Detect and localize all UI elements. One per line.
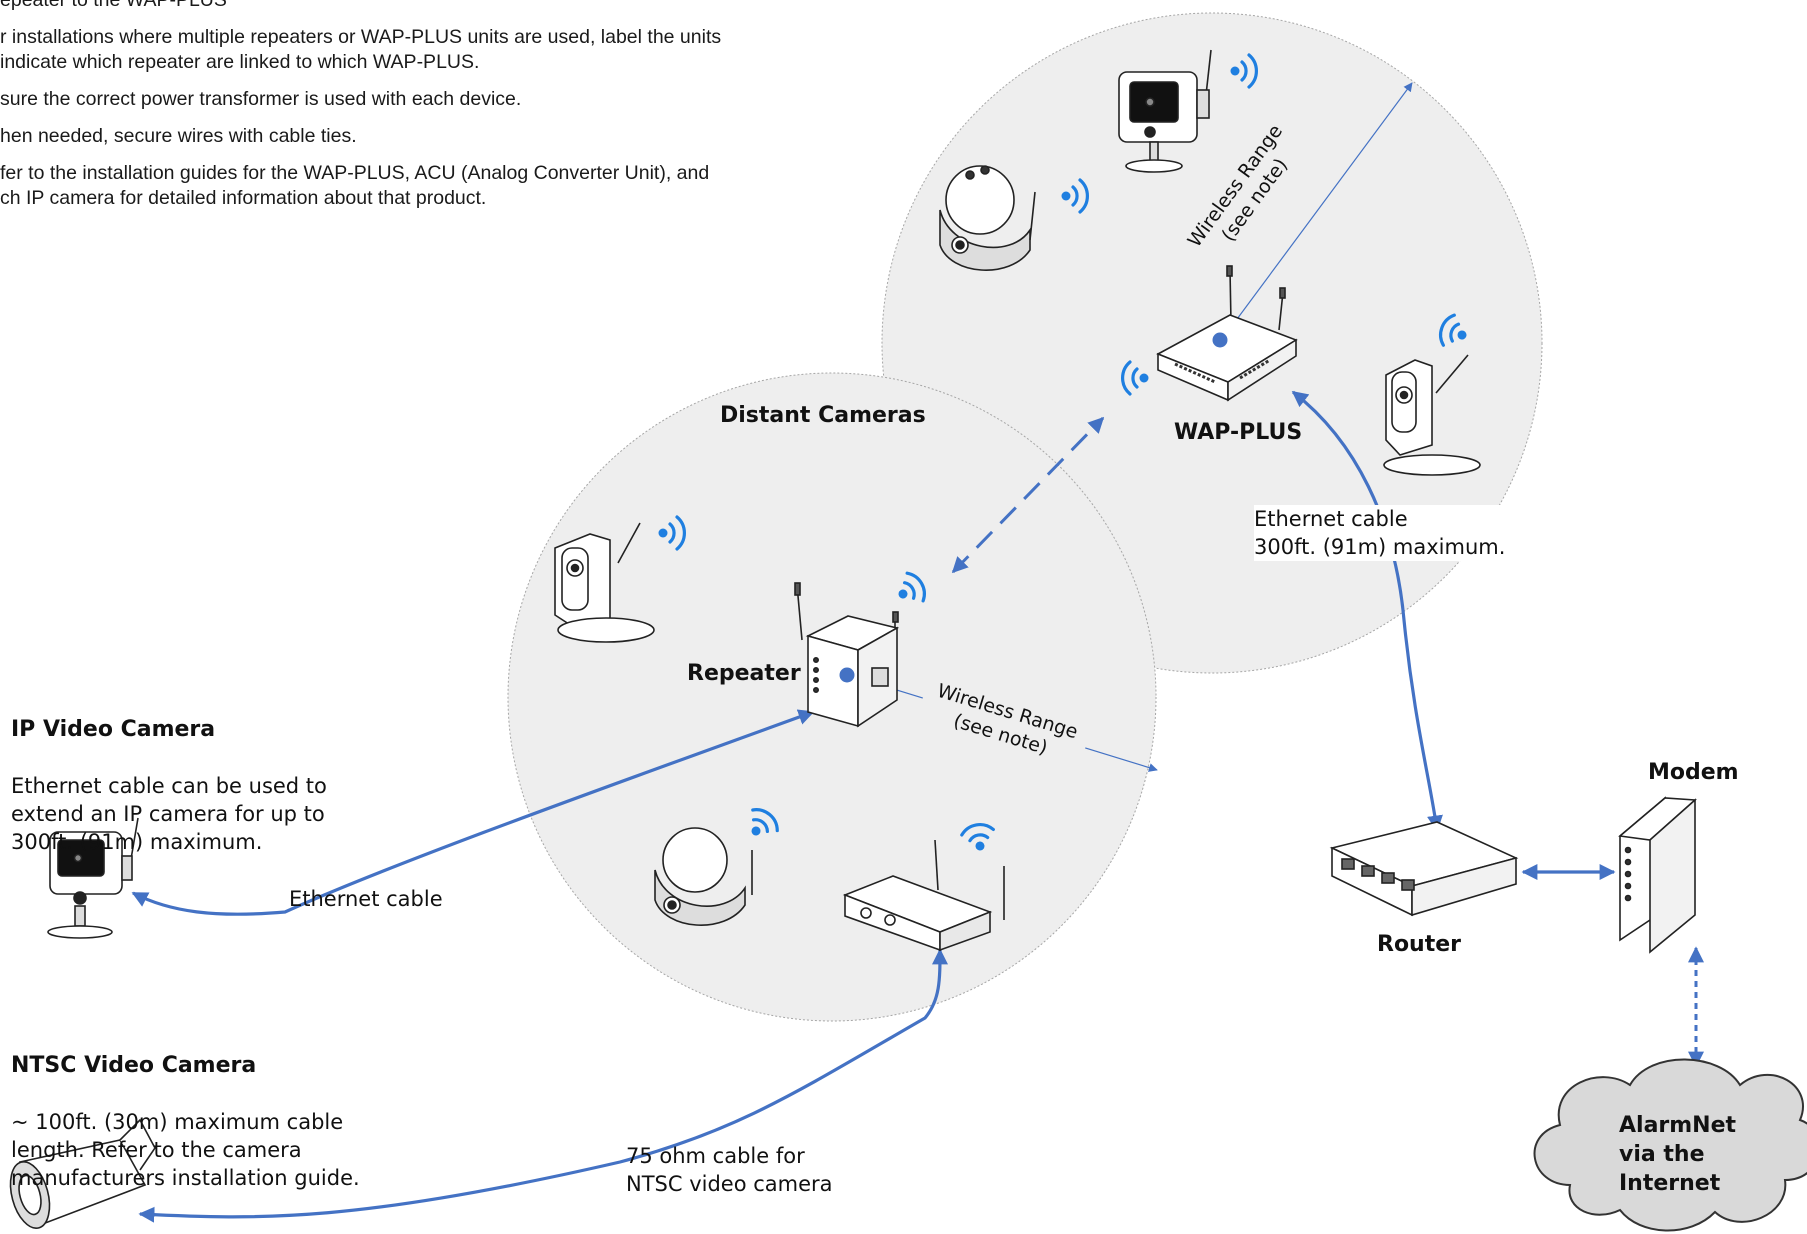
ip-video-camera — [47, 817, 139, 939]
repeater-label: Repeater — [687, 661, 801, 686]
ptz-camera-wap-zone — [939, 165, 1036, 271]
router-label: Router — [1377, 932, 1462, 957]
modem-device — [1618, 796, 1697, 954]
note-item: fer to the installation guides for the W… — [0, 162, 710, 209]
ip-camera-description: IP Video Camera Ethernet cable can be us… — [11, 688, 327, 884]
installation-notes: epeater to the WAP-PLUS r installations … — [0, 0, 800, 223]
internet-cloud — [1533, 1058, 1807, 1232]
acu-unit — [842, 839, 1005, 952]
coax-cable-label: 75 ohm cable for NTSC video camera — [626, 1144, 833, 1196]
ntsc-video-camera — [9, 1118, 156, 1229]
note-item: sure the correct power transformer is us… — [0, 88, 522, 110]
ip-ethernet-cable-label: Ethernet cable — [289, 887, 443, 911]
ntsc-camera-description: NTSC Video Camera ~ 100ft. (30m) maximum… — [11, 1024, 360, 1220]
mini-camera-repeater-zone — [554, 522, 655, 643]
ntsc-coax-cable — [138, 948, 948, 1223]
wap-range-line — [1219, 82, 1413, 343]
mini-camera-wap-zone — [1383, 354, 1481, 476]
repeater-device — [794, 582, 900, 728]
ptz-camera-repeater-zone — [654, 827, 753, 926]
router-device — [1329, 821, 1519, 917]
note-item: hen needed, secure wires with cable ties… — [0, 125, 357, 147]
wap-router-ethernet — [1291, 390, 1443, 832]
ip-camera-text: Ethernet cable can be used to extend an … — [11, 774, 327, 854]
wap-plus-label: WAP-PLUS — [1174, 420, 1303, 445]
wap-plus-device — [1156, 265, 1298, 402]
modem-label: Modem — [1648, 760, 1739, 785]
note-item: r installations where multiple repeaters… — [0, 26, 722, 73]
wireless-link-arrow — [951, 416, 1105, 574]
ip-camera-title: IP Video Camera — [11, 717, 216, 742]
ip-camera-ethernet — [131, 709, 815, 916]
ntsc-camera-text: ~ 100ft. (30m) maximum cable length. Ref… — [11, 1110, 360, 1190]
wap-ethernet-cable-label: Ethernet cable 300ft. (91m) maximum. — [1254, 505, 1506, 561]
alarmnet-label: AlarmNet via the Internet — [1619, 1113, 1737, 1196]
cube-camera-top — [1118, 49, 1212, 173]
ntsc-camera-title: NTSC Video Camera — [11, 1053, 257, 1078]
note-item: epeater to the WAP-PLUS — [0, 0, 227, 11]
distant-cameras-label: Distant Cameras — [720, 403, 926, 428]
